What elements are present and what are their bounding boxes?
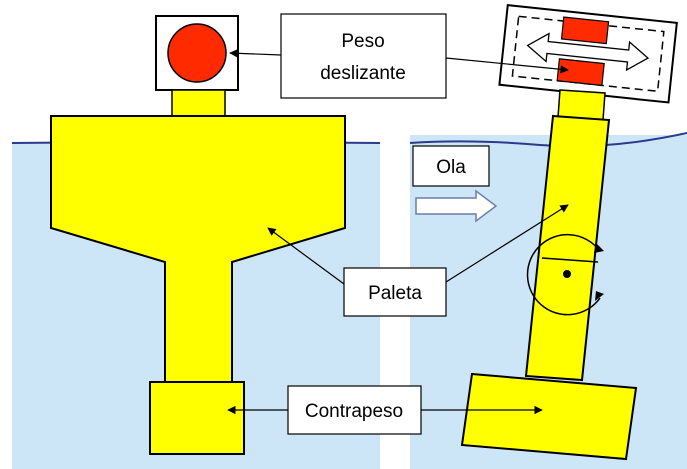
sliding-weight-left	[167, 23, 227, 83]
paddle-right	[524, 114, 611, 382]
svg-text:Ola: Ola	[436, 157, 466, 178]
left-buoy	[50, 15, 346, 455]
neck-right	[557, 89, 606, 121]
right-buoy	[460, 4, 678, 461]
svg-text:Paleta: Paleta	[368, 283, 422, 304]
counterweight-right	[460, 372, 638, 461]
wave-arrow-icon	[415, 189, 498, 223]
svg-text:deslizante: deslizante	[320, 63, 406, 84]
counterweight-left	[149, 381, 245, 455]
wave-label: Ola	[412, 145, 490, 187]
sliding-weight-label: Peso deslizante	[280, 13, 447, 99]
paddle-label: Paleta	[343, 267, 447, 317]
rotation-arc-icon	[526, 233, 601, 316]
neck-left	[171, 89, 226, 117]
slide-arrow-icon	[526, 32, 650, 72]
counterweight-label: Contrapeso	[287, 385, 422, 435]
svg-text:Contrapeso: Contrapeso	[305, 401, 403, 422]
pointer-lines	[227, 49, 569, 415]
pivot-point-icon	[563, 270, 571, 278]
svg-text:Peso: Peso	[341, 31, 384, 52]
